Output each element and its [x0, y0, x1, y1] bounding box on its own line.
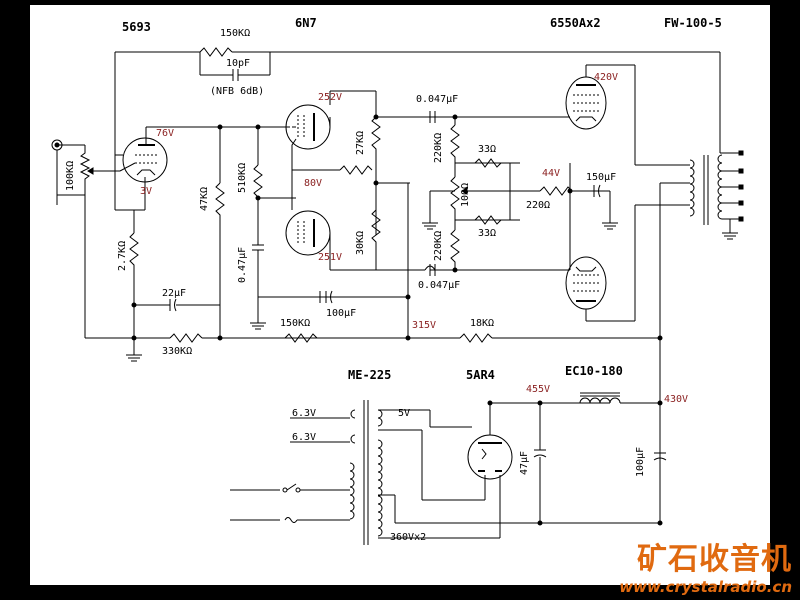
- heater-winding-a-label: 6.3V: [292, 408, 317, 419]
- filter-cap-47u-label: 47μF: [519, 450, 530, 475]
- voltage-bplus: 430V: [664, 394, 689, 405]
- coupling-cap-upper-label: 0.047μF: [416, 94, 459, 105]
- bias-pot-label: 100Ω: [460, 182, 471, 207]
- voltage-6n7-upper-plate: 252V: [318, 92, 343, 103]
- cathode-resistor-220-label: 220Ω: [526, 200, 551, 211]
- decoupling-capacitor-label: 0.47μF: [237, 246, 248, 283]
- hv-winding-label: 360Vx2: [390, 532, 427, 543]
- filter-cap-100u-label: 100μF: [635, 446, 646, 477]
- heater-winding-b-label: 6.3V: [292, 432, 317, 443]
- filament-winding-label: 5V: [398, 408, 411, 419]
- cathode-capacitor-label: 150μF: [586, 172, 617, 183]
- schematic-drawing: [51, 47, 744, 545]
- rectifier-5ar4-icon: [467, 434, 513, 480]
- schematic-sheet: 5693 6N7 6550Ax2 FW-100-5 ME-225 5AR4 EC…: [30, 5, 770, 585]
- ground-icon: [422, 222, 438, 230]
- tube-6n7-lower-icon: [285, 210, 331, 256]
- nfb-note: (NFB 6dB): [210, 86, 265, 97]
- dropping-resistor-label: 18KΩ: [470, 318, 495, 329]
- voltage-driver-supply: 315V: [412, 320, 437, 331]
- tube-6550-title: 6550Ax2: [550, 16, 601, 30]
- ground-icon: [722, 232, 738, 240]
- grid-stopper-upper-label: 33Ω: [478, 144, 497, 155]
- ground-icon: [250, 322, 266, 330]
- tube-5693-title: 5693: [122, 20, 151, 34]
- voltage-v1-cathode: 3V: [140, 186, 153, 197]
- driver-decoupling-cap-label: 100μF: [326, 308, 357, 319]
- voltage-rectifier-out: 455V: [526, 384, 551, 395]
- cathode-bypass-label: 22μF: [162, 288, 187, 299]
- coupling-cap-lower-label: 0.047μF: [418, 280, 461, 291]
- tube-6n7-upper-icon: [285, 104, 331, 160]
- grid-resistor-510k-label: 510KΩ: [237, 162, 248, 193]
- voltage-6550-plate: 420V: [594, 72, 619, 83]
- driver-plate-resistor-label: 27KΩ: [355, 130, 366, 155]
- nfb-capacitor-label: 10pF: [226, 58, 251, 69]
- power-transformer-icon: [349, 400, 383, 545]
- volume-pot-label: 100KΩ: [65, 160, 76, 191]
- plate-resistor-47k-label: 47KΩ: [199, 186, 210, 211]
- choke-title: EC10-180: [565, 364, 623, 378]
- rectifier-title: 5AR4: [466, 368, 495, 382]
- grid-leak-lower-label: 220KΩ: [433, 230, 444, 261]
- voltage-6n7-lower-plate: 251V: [318, 252, 343, 263]
- grid-stopper-lower-label: 33Ω: [478, 228, 497, 239]
- tube-6550-lower-icon: [565, 256, 607, 310]
- feedback-resistor-label: 330KΩ: [162, 346, 193, 357]
- ground-icon: [126, 354, 142, 362]
- grid-leak-upper-label: 220KΩ: [433, 132, 444, 163]
- cathode-resistor-label: 2.7KΩ: [117, 240, 128, 271]
- tube-6n7-title: 6N7: [295, 16, 317, 30]
- decoupling-resistor-label: 150KΩ: [280, 318, 311, 329]
- choke-icon: [579, 392, 621, 404]
- output-transformer-title: FW-100-5: [664, 16, 722, 30]
- driver-cathode-resistor-label: 30KΩ: [355, 230, 366, 255]
- watermark-url: www.crystalradio.cn: [619, 578, 792, 596]
- voltage-6n7-cathode: 80V: [304, 178, 323, 189]
- power-transformer-title: ME-225: [348, 368, 392, 382]
- voltage-v1-plate: 76V: [156, 128, 175, 139]
- voltage-6550-cathode: 44V: [542, 168, 561, 179]
- tube-6550-upper-icon: [565, 76, 607, 130]
- output-transformer-icon: [689, 150, 744, 233]
- ground-icon: [602, 222, 618, 230]
- watermark-brand: 矿石收音机: [637, 542, 792, 577]
- nfb-resistor-label: 150KΩ: [220, 28, 251, 39]
